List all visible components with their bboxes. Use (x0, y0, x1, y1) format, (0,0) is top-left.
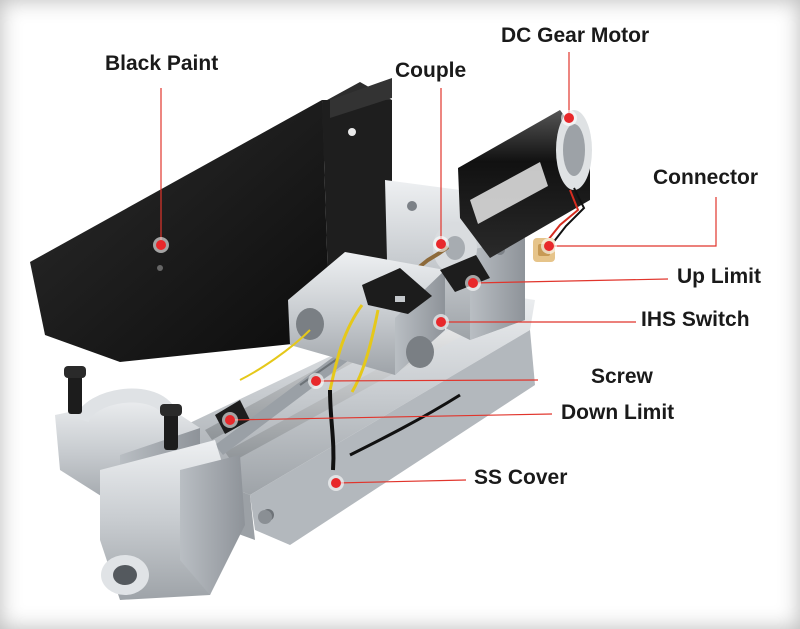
torch-clamp (55, 366, 272, 600)
label-screw: Screw (591, 365, 653, 388)
callout-dot-connector (541, 238, 557, 254)
callout-dot-ihs-switch (433, 314, 449, 330)
label-connector: Connector (653, 166, 758, 189)
callout-dot-black-paint (153, 237, 169, 253)
callout-line-connector (549, 197, 717, 247)
callout-line-screw (315, 379, 539, 382)
label-couple: Couple (395, 59, 467, 82)
black-paint-cover (30, 78, 392, 362)
callout-dot-couple (433, 236, 449, 252)
label-black-paint: Black Paint (105, 52, 219, 75)
callout-line-down-limit (229, 413, 553, 421)
callout-dot-ss-cover (328, 475, 344, 491)
callout-dot-up-limit (465, 275, 481, 291)
dc-gear-motor (458, 110, 592, 258)
label-ss-cover: SS Cover (474, 466, 568, 489)
callout-dot-dc-gear-motor (561, 110, 577, 126)
wiring (239, 304, 461, 471)
callout-dot-screw (308, 373, 324, 389)
label-dc-gear-motor: DC Gear Motor (501, 24, 650, 47)
callout-line-ss-cover (335, 479, 467, 484)
label-ihs-switch: IHS Switch (641, 308, 750, 331)
callout-dots (153, 110, 577, 491)
label-down-limit: Down Limit (561, 401, 675, 424)
callout-lines (160, 52, 717, 484)
ihs-switch-part (362, 268, 432, 314)
callout-line-up-limit (472, 278, 669, 284)
label-up-limit: Up Limit (677, 265, 761, 288)
callout-dot-down-limit (222, 412, 238, 428)
